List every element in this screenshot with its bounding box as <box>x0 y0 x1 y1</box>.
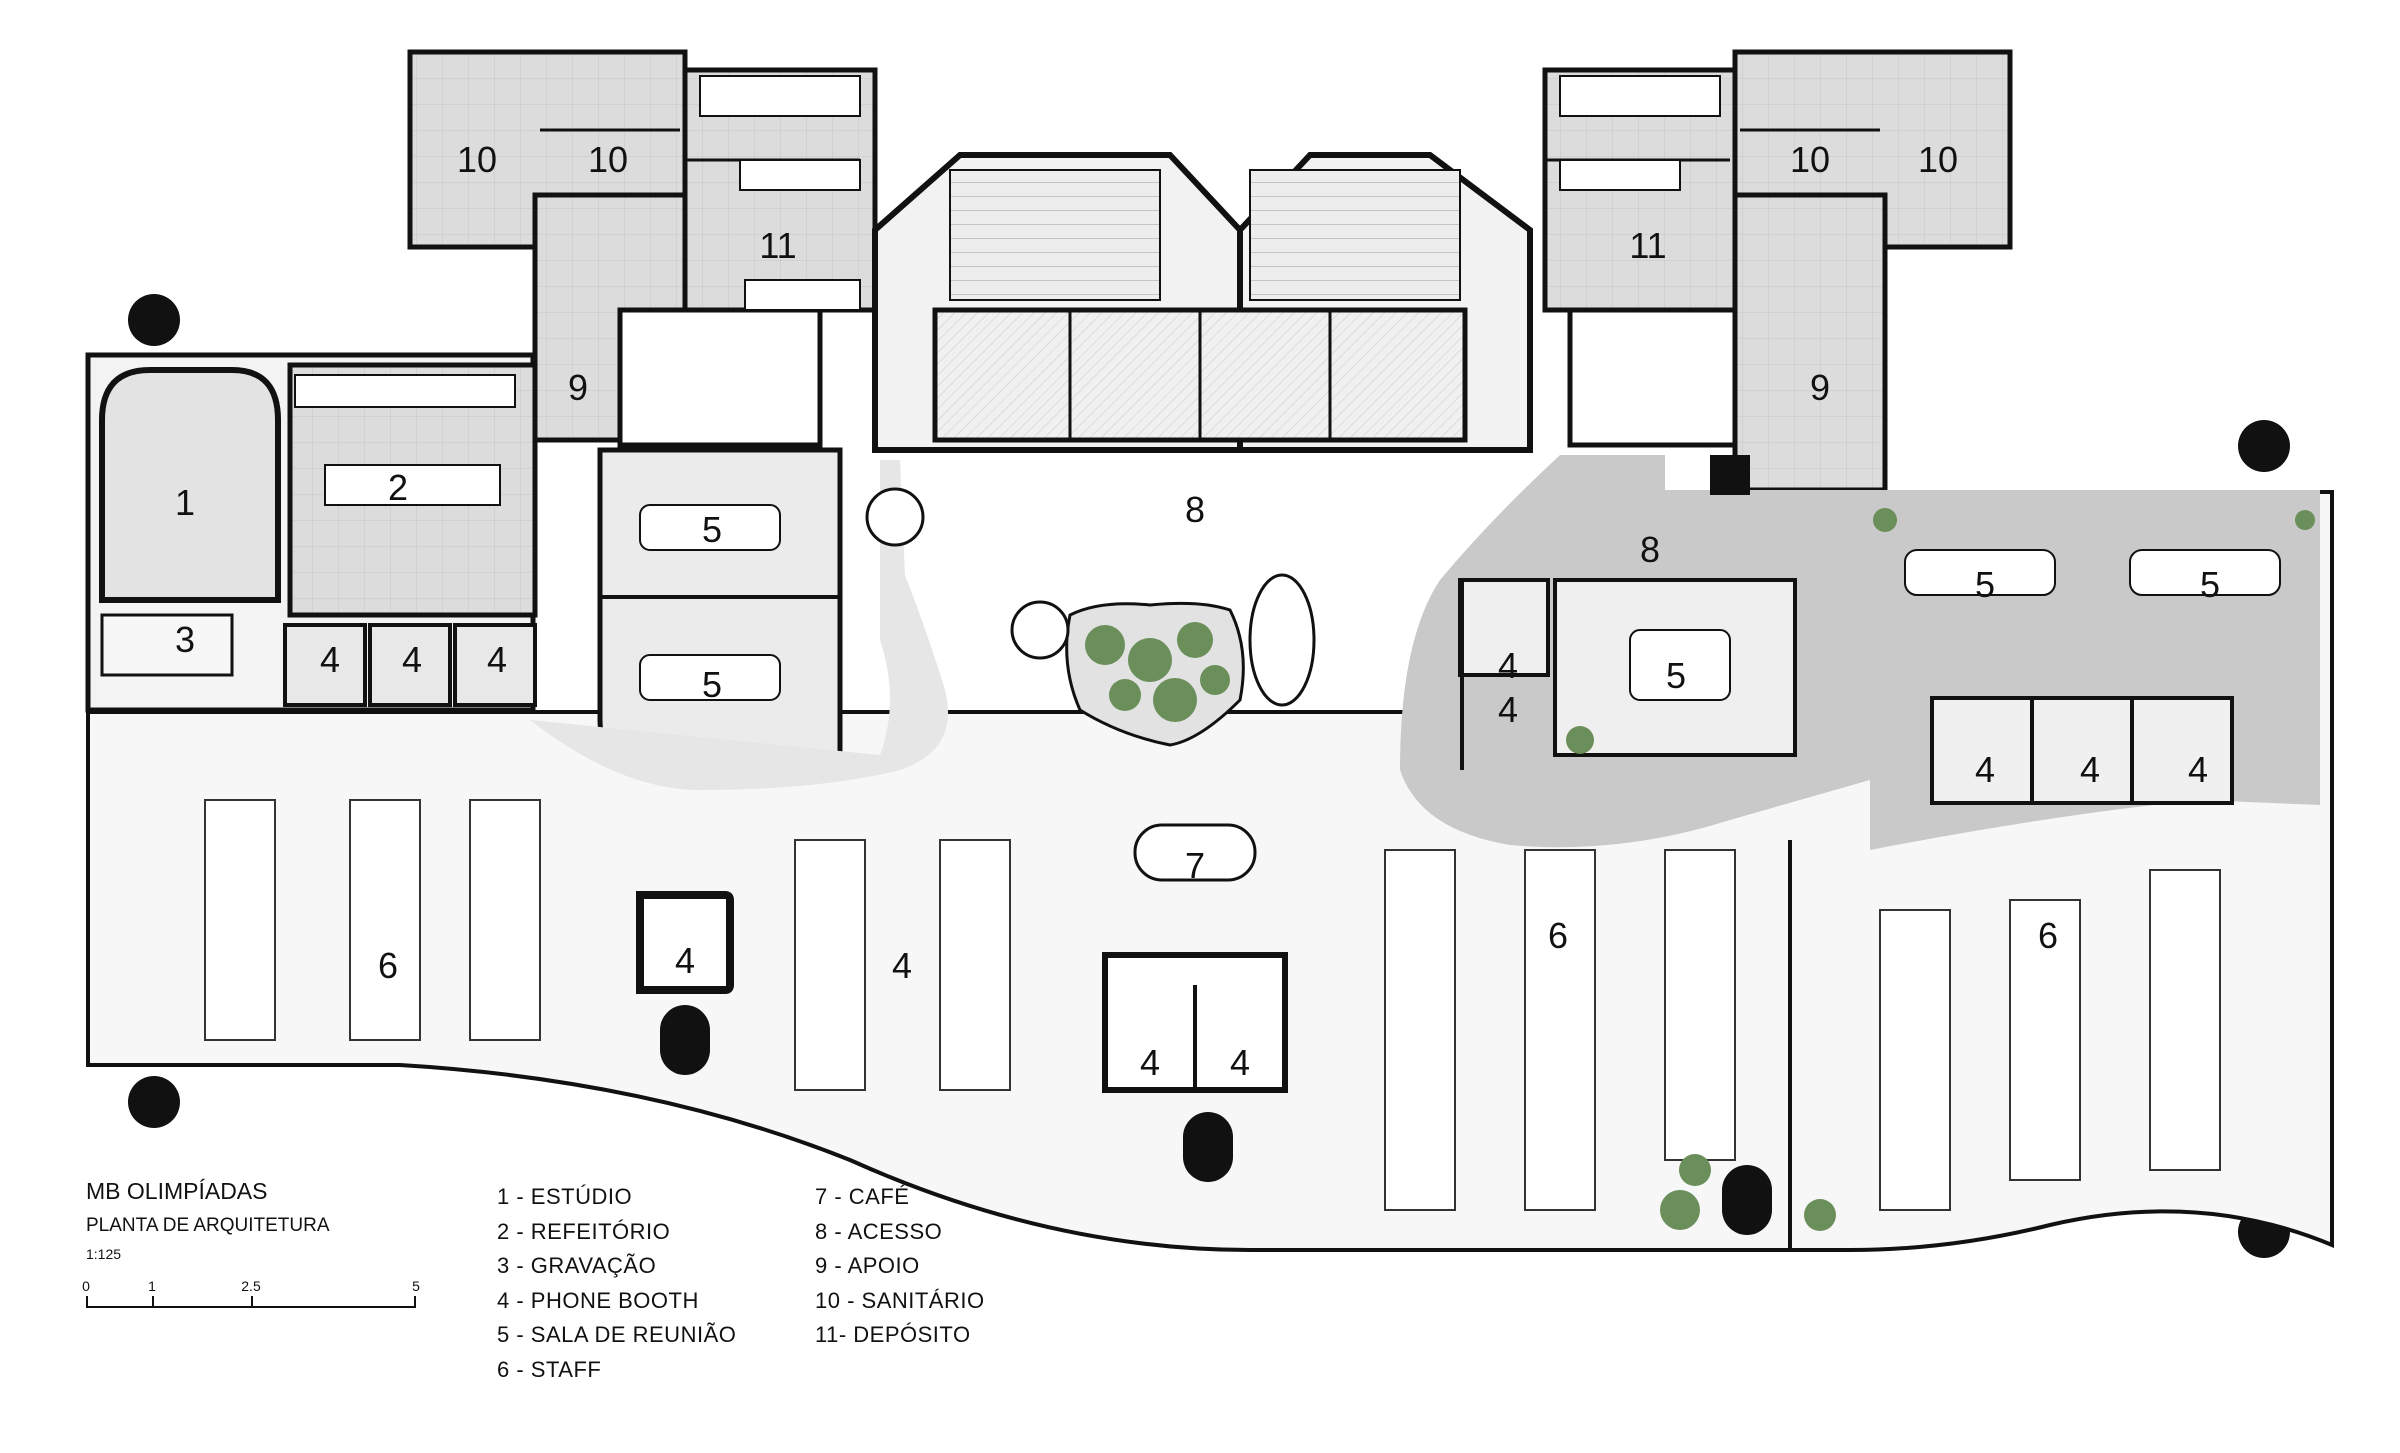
label-acesso: 8 <box>1640 529 1660 570</box>
label-staff: 6 <box>378 945 398 986</box>
label-apoio: 9 <box>568 367 588 408</box>
label-phone-booth: 4 <box>892 945 912 986</box>
scale-tick <box>251 1296 253 1308</box>
meeting-rooms-left <box>597 447 843 763</box>
light-access-zone <box>530 460 948 790</box>
scale-tick-label: 2.5 <box>241 1278 261 1294</box>
legend-item: 7 - CAFÉ <box>815 1184 910 1209</box>
label-deposito: 11 <box>759 225 796 266</box>
access-zone-right <box>1400 455 1870 848</box>
legend-item: 6 - STAFF <box>497 1356 602 1382</box>
scale-tick <box>414 1296 416 1308</box>
label-apoio: 9 <box>1810 367 1830 408</box>
label-acesso: 8 <box>1185 489 1205 530</box>
right-meeting-zone <box>1870 490 2320 850</box>
right-service-core <box>1542 49 2013 493</box>
legend-item: 5 - SALA DE REUNIÃO <box>497 1322 737 1347</box>
legend-item: 3 - GRAVAÇÃO <box>497 1253 657 1278</box>
scale-tick-label: 0 <box>82 1278 90 1294</box>
legend-item: 1 - ESTÚDIO <box>497 1184 633 1209</box>
label-sala-reuniao: 5 <box>702 509 722 550</box>
label-phone-booth: 4 <box>402 639 422 680</box>
label-sanitario: 10 <box>457 139 497 180</box>
capsules <box>660 1005 1772 1235</box>
legend-item: 9 - APOIO <box>815 1253 920 1278</box>
project-subtitle: PLANTA DE ARQUITETURA <box>86 1215 330 1236</box>
label-refeitorio: 2 <box>388 467 408 508</box>
scale-tick <box>86 1296 88 1308</box>
label-sanitario: 10 <box>588 139 628 180</box>
label-staff: 6 <box>1548 915 1568 956</box>
label-phone-booth: 4 <box>1140 1042 1160 1083</box>
label-phone-booth: 4 <box>2080 749 2100 790</box>
label-phone-booth: 4 <box>1498 689 1518 730</box>
label-sanitario: 10 <box>1790 139 1830 180</box>
label-sala-reuniao: 5 <box>1666 655 1686 696</box>
label-sala-reuniao: 5 <box>1975 564 1995 605</box>
label-gravacao: 3 <box>175 619 195 660</box>
legend-column-2: 7 - CAFÉ 8 - ACESSO 9 - APOIO 10 - SANIT… <box>815 1180 985 1353</box>
plants <box>1085 508 2315 1231</box>
label-cafe: 7 <box>1185 845 1205 886</box>
legend-column-1: 1 - ESTÚDIO 2 - REFEITÓRIO 3 - GRAVAÇÃO … <box>497 1180 736 1387</box>
scale-tick <box>152 1296 154 1308</box>
staff-desks <box>204 799 2221 1211</box>
label-phone-booth: 4 <box>1230 1042 1250 1083</box>
label-phone-booth: 4 <box>1498 645 1518 686</box>
label-staff: 6 <box>2038 915 2058 956</box>
label-phone-booth: 4 <box>1975 749 1995 790</box>
legend-item: 11- DEPÓSITO <box>815 1322 971 1347</box>
label-deposito: 11 <box>1629 225 1666 266</box>
scale-tick-label: 5 <box>412 1278 420 1294</box>
label-sanitario: 10 <box>1918 139 1958 180</box>
left-rooms <box>85 352 538 713</box>
project-scale: 1:125 <box>86 1246 122 1262</box>
project-title: MB OLIMPÍADAS <box>86 1178 268 1204</box>
label-phone-booth: 4 <box>320 639 340 680</box>
scale-tick-label: 1 <box>148 1278 156 1294</box>
left-service-core <box>407 49 878 448</box>
legend-item: 8 - ACESSO <box>815 1218 943 1244</box>
scale-line <box>86 1306 416 1308</box>
room-labels: 1 2 3 4 4 4 5 5 9 9 10 10 10 10 11 11 8 … <box>175 139 2220 1083</box>
legend-item: 4 - PHONE BOOTH <box>497 1287 699 1313</box>
label-phone-booth: 4 <box>675 940 695 981</box>
label-phone-booth: 4 <box>2188 749 2208 790</box>
label-sala-reuniao: 5 <box>702 664 722 705</box>
scale-bar: 0 1 2.5 5 <box>82 1278 420 1308</box>
label-sala-reuniao: 5 <box>2200 564 2220 605</box>
label-estudio: 1 <box>175 482 195 523</box>
label-phone-booth: 4 <box>487 639 507 680</box>
elevator-stair-core <box>872 152 1533 453</box>
legend-item: 10 - SANITÁRIO <box>815 1287 985 1313</box>
legend-item: 2 - REFEITÓRIO <box>497 1218 671 1244</box>
partitions <box>636 580 1792 1250</box>
